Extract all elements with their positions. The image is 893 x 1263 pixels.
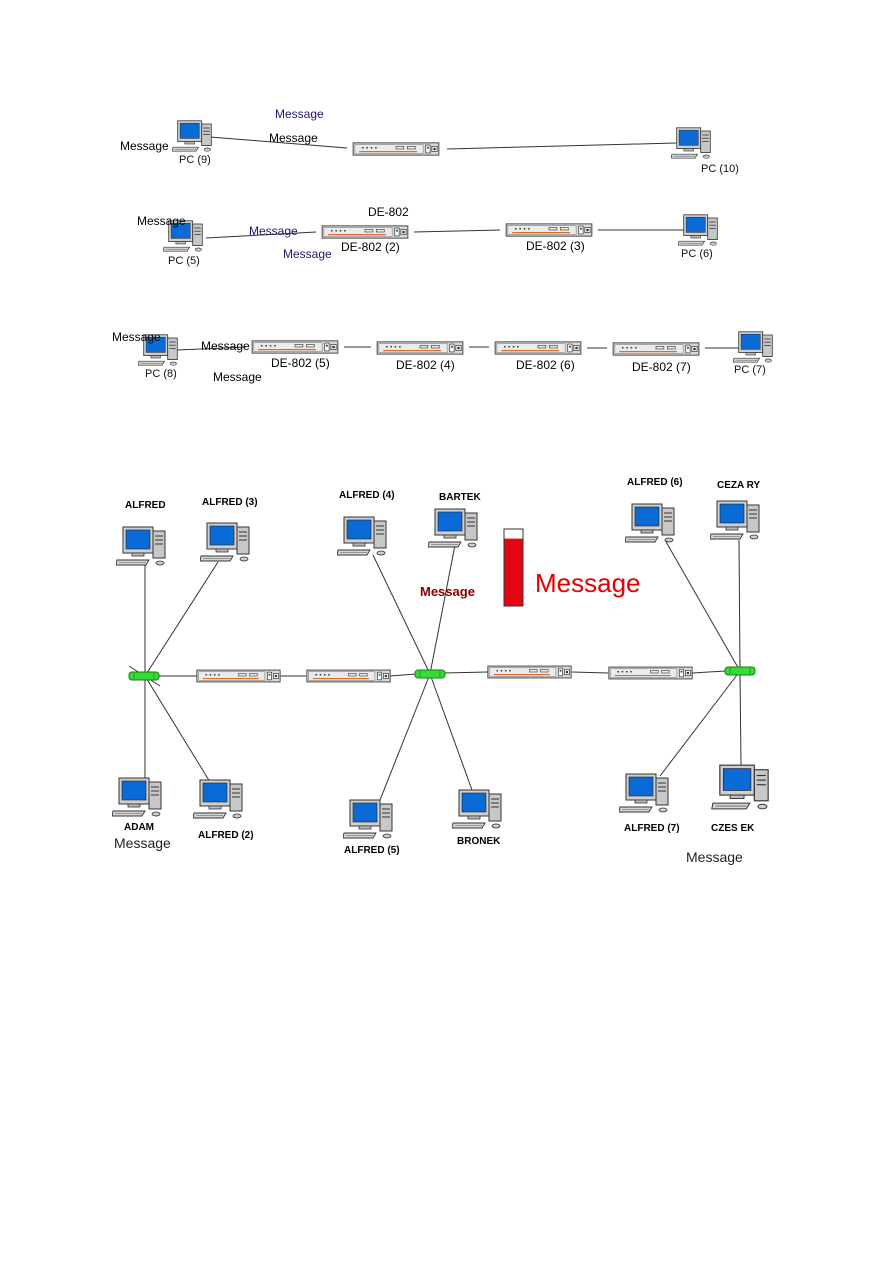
node-label: ALFRED (125, 500, 166, 511)
message-label: Message (420, 584, 475, 599)
repeater-label: DE-802 (368, 205, 409, 219)
message-label: Message (213, 370, 262, 384)
repeater-label: DE-802 (3) (526, 239, 585, 253)
pc-icon (678, 214, 718, 246)
repeater-icon (376, 341, 464, 355)
pc-icon (733, 331, 773, 363)
node-label: ALFRED (2) (198, 830, 254, 841)
pc-icon (452, 789, 502, 829)
message-label: Message (275, 107, 324, 121)
message-label: Message (283, 247, 332, 261)
diagram-1: PC (9) PC (10) Message Message Message (120, 107, 739, 175)
repeater-icon (306, 669, 391, 683)
hub-icon (128, 671, 160, 681)
backbone-link (691, 670, 727, 674)
repeater-icon (196, 669, 281, 683)
diagram-3: PC (8) PC (7) DE-802 (5) DE-802 (4) DE-8… (112, 330, 773, 384)
link (209, 136, 348, 149)
pc-icon (200, 522, 250, 562)
pc-icon (337, 516, 387, 556)
transmission-indicator (503, 528, 524, 607)
link (429, 673, 473, 791)
node-label: ALFRED (6) (627, 477, 683, 488)
link (446, 142, 677, 150)
link (738, 539, 741, 672)
diagram-2: PC (5) PC (6) DE-802 DE-802 (2) DE-802 (… (137, 205, 718, 267)
node-label: CZES EK (711, 823, 755, 834)
link (659, 670, 741, 777)
link (205, 231, 317, 239)
pc-label: PC (5) (168, 255, 200, 267)
pc-label: PC (10) (701, 163, 739, 175)
backbone-link (442, 671, 489, 674)
link (413, 229, 501, 233)
repeater-label: DE-802 (7) (632, 360, 691, 374)
pc-icon (710, 500, 760, 540)
backbone-link (571, 671, 609, 674)
repeater-icon (505, 223, 593, 237)
repeater-icon (612, 342, 700, 356)
pc-icon (172, 120, 212, 152)
link (739, 670, 742, 767)
pc-label: PC (6) (681, 248, 713, 260)
node-label: ALFRED (4) (339, 490, 395, 501)
message-label: Message (120, 139, 169, 153)
message-label: Message (269, 131, 318, 145)
repeater-label: DE-802 (2) (341, 240, 400, 254)
repeater-label: DE-802 (4) (396, 358, 455, 372)
message-label: Message (686, 849, 743, 865)
node-label: ADAM (124, 822, 154, 833)
repeater-icon (251, 340, 339, 354)
link (144, 561, 219, 677)
message-label: Message (249, 224, 298, 238)
link (144, 675, 211, 783)
message-label: Message (201, 339, 250, 353)
node-label: ALFRED (7) (624, 823, 680, 834)
pc-icon (193, 779, 243, 819)
node-label: CEZA RY (717, 480, 760, 491)
repeater-icon (321, 225, 409, 239)
pc-icon (112, 777, 162, 817)
repeater-label: DE-802 (5) (271, 356, 330, 370)
repeater-label: DE-802 (6) (516, 358, 575, 372)
pc-label: PC (9) (179, 154, 211, 166)
pc-icon (116, 526, 166, 566)
link (372, 554, 431, 675)
pc-label: PC (8) (145, 368, 177, 380)
pc-label: PC (7) (734, 364, 766, 376)
message-label: Message (112, 330, 161, 344)
diagram-4: ALFRED ALFRED (3) ALFRED (4) BARTEK ALFR… (112, 477, 769, 865)
node-label: ALFRED (5) (344, 845, 400, 856)
pc-icon (625, 503, 675, 543)
repeater-icon (608, 666, 693, 680)
message-label: Message (114, 835, 171, 851)
repeater-icon (352, 142, 440, 156)
link (176, 346, 247, 351)
pc-icon (428, 508, 478, 548)
link (379, 673, 431, 801)
hub-icon (414, 669, 446, 679)
node-label: BARTEK (439, 492, 481, 503)
pc-icon (711, 764, 769, 810)
repeater-icon (494, 341, 582, 355)
node-label: BRONEK (457, 836, 501, 847)
message-banner: Message (535, 568, 641, 598)
hub-icon (724, 666, 756, 676)
link (664, 539, 741, 672)
node-label: ALFRED (3) (202, 497, 258, 508)
pc-icon (343, 799, 393, 839)
backbone-link (389, 673, 417, 677)
message-label: Message (137, 214, 186, 228)
link (429, 544, 456, 675)
pc-icon (619, 773, 669, 813)
repeater-icon (487, 665, 572, 679)
pc-icon (671, 127, 711, 159)
